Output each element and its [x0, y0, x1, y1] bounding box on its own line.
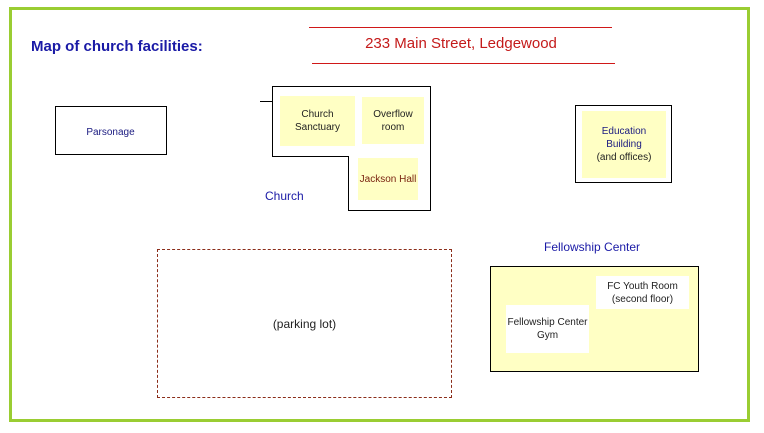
fellowship-center-label: Fellowship Center: [544, 240, 641, 254]
fc-youth-room-label: FC Youth Room: [607, 280, 678, 292]
church-entry-tick: [260, 101, 272, 102]
overflow-room[interactable]: Overflow room: [362, 97, 424, 144]
address-bottom-rule: [312, 63, 615, 64]
fc-youth-room[interactable]: FC Youth Room (second floor): [596, 276, 689, 309]
church-label: Church: [265, 189, 304, 203]
parsonage-label: Parsonage: [63, 120, 158, 145]
parking-lot[interactable]: (parking lot): [157, 249, 452, 398]
education-building-room: Education Building (and offices): [582, 111, 666, 178]
church-outline-left: [272, 86, 273, 157]
fc-youth-floor-label: (second floor): [611, 293, 674, 305]
church-outline-bottom: [348, 210, 430, 211]
education-offices-label: (and offices): [596, 152, 652, 163]
church-outline-right: [430, 86, 431, 211]
jackson-hall-room[interactable]: Jackson Hall: [358, 158, 418, 200]
street-address: 233 Main Street, Ledgewood: [365, 35, 557, 52]
map-title: Map of church facilities:: [31, 38, 203, 55]
church-outline-step: [272, 156, 348, 157]
address-top-rule: [309, 27, 612, 28]
church-sanctuary-room[interactable]: Church Sanctuary: [280, 96, 355, 146]
fellowship-center-gym[interactable]: Fellowship Center Gym: [506, 305, 589, 353]
education-building-label: Education Building: [601, 126, 647, 150]
church-outline-top: [272, 86, 430, 87]
church-outline-inner-left: [348, 156, 349, 210]
